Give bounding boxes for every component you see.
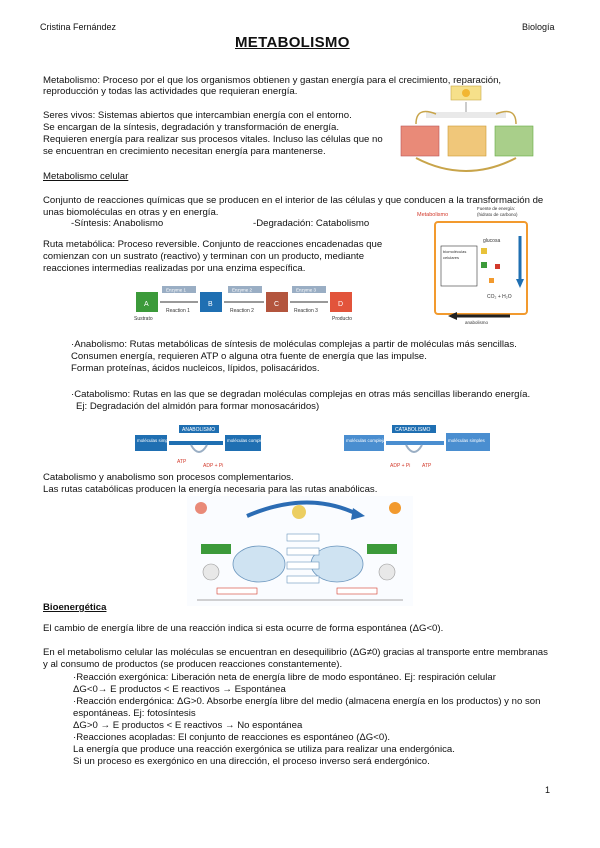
anabolismo-line: Forman proteínas, ácidos nucleicos, lípi…	[71, 363, 320, 374]
metabolism-box-figure: Metabolismo Fuente de energía: (hidrato …	[417, 206, 528, 325]
metabolic-cycle-figure	[187, 496, 413, 606]
pathway-node: C	[266, 292, 288, 312]
cellular-synth: -Síntesis: Anabolismo	[71, 218, 164, 229]
ana-atp: ATP	[177, 459, 187, 465]
cellular-def-line: unas biomoléculas en otras y en energía.	[43, 207, 219, 218]
svg-text:celulares: celulares	[443, 255, 459, 260]
header-author: Cristina Fernández	[40, 22, 117, 32]
bio-item: Si un proceso es exergónico en una direc…	[73, 756, 430, 767]
bio-item: ΔG>0 → E productos < E reactivos → No es…	[73, 720, 303, 731]
intro-line: reproducción y todas las actividades que…	[43, 86, 298, 97]
pathway-label: Reaction 1	[166, 308, 190, 314]
header-subject: Biología	[522, 22, 555, 32]
seres-line: Requieren energía para realizar sus proc…	[43, 134, 383, 145]
bio-item: La energía que produce una reacción exer…	[73, 744, 455, 755]
catabolism-figure: CATABOLISMO moléculas complejas molécula…	[344, 425, 490, 469]
cata-title: CATABOLISMO	[395, 427, 430, 433]
pathway-label: Reaction 3	[294, 308, 318, 314]
section-heading-bio: Bioenergética	[43, 602, 107, 613]
metab-glucosa: glucosa	[483, 238, 500, 244]
cellular-def-line: Conjunto de reacciones químicas que se p…	[43, 195, 544, 206]
cata-adp: ADP + Pi	[390, 463, 410, 469]
ana-left: moléculas simples	[137, 438, 175, 443]
complementarios-line: Las rutas catabólicas producen la energí…	[43, 484, 378, 495]
bio-item: ·Reacción exergónica: Liberación neta de…	[73, 672, 496, 683]
catabolismo-line: Ej: Degradación del almidón para formar …	[76, 401, 320, 412]
pathway-node: A	[136, 292, 158, 312]
catabolismo-line: ·Catabolismo: Rutas en las que se degrad…	[71, 389, 531, 400]
metab-title: Metabolismo	[417, 212, 448, 218]
pathway-figure: A B C D Enzyme 1 Enzyme 2 Enzyme 3 Sustr…	[134, 286, 352, 322]
anabolismo-line: ·Anabolismo: Rutas metabólicas de síntes…	[71, 339, 517, 350]
bio-line: En el metabolismo celular las moléculas …	[43, 647, 548, 658]
pathway-enzyme: Enzyme 3	[296, 288, 317, 293]
metab-fuente2: (hidrato de carbono)	[477, 212, 518, 217]
seres-line: se encuentran en crecimiento necesitan e…	[43, 146, 326, 157]
pathway-label: Reaction 2	[230, 308, 254, 314]
cellular-deg: -Degradación: Catabolismo	[253, 218, 370, 229]
bio-item: ΔG<0→ E productos < E reactivos → Espont…	[73, 684, 286, 695]
section-heading-cellular: Metabolismo celular	[43, 171, 129, 182]
metab-anabolism: anabolismo	[465, 320, 489, 325]
svg-text:biomoléculas: biomoléculas	[443, 249, 466, 254]
pathway-node: D	[330, 292, 352, 312]
ruta-line: comienzan con un sustrato (reactivo) y t…	[43, 251, 365, 262]
cata-left: moléculas complejas	[346, 438, 389, 443]
seres-line: Se encargan de la síntesis, degradación …	[43, 122, 339, 133]
page-title: METABOLISMO	[235, 34, 350, 51]
metab-fuente: Fuente de energía:	[477, 206, 515, 211]
bio-item: ·Reacción endergónica: ΔG>0. Absorbe ene…	[73, 696, 541, 707]
svg-text:A: A	[144, 301, 149, 308]
energy-cycle-figure	[400, 85, 534, 172]
ana-title: ANABOLISMO	[182, 427, 215, 433]
bio-item: espontáneas. Ej: fotosíntesis	[73, 708, 196, 719]
ruta-line: reacciones intermedias realizadas por un…	[43, 263, 306, 274]
intro-line: Metabolismo: Proceso por el que los orga…	[43, 75, 502, 86]
bio-item: ·Reacciones acopladas: El conjunto de re…	[73, 732, 391, 743]
pathway-label: Sustrato	[134, 316, 153, 322]
cata-atp: ATP	[422, 463, 432, 469]
ruta-line: Ruta metabólica: Proceso reversible. Con…	[43, 239, 383, 250]
pathway-enzyme: Enzyme 2	[232, 288, 253, 293]
ana-adp: ADP + Pi	[203, 463, 223, 469]
cata-right: moléculas simples	[448, 438, 486, 443]
ana-right: moléculas complejas	[227, 438, 270, 443]
bio-line: El cambio de energía libre de una reacci…	[43, 623, 444, 634]
pathway-node: B	[200, 292, 222, 312]
svg-text:C: C	[274, 301, 279, 308]
seres-line: Seres vivos: Sistemas abiertos que inter…	[43, 110, 352, 121]
metab-co2: CO₂ + H₂O	[487, 294, 512, 300]
anabolism-figure: ANABOLISMO moléculas simples moléculas c…	[135, 425, 270, 469]
anabolismo-line: Consumen energía, requieren ATP o alguna…	[71, 351, 427, 362]
pathway-label: Producto	[332, 316, 352, 322]
svg-text:D: D	[338, 301, 343, 308]
svg-text:B: B	[208, 301, 213, 308]
page-number: 1	[545, 785, 551, 795]
complementarios-line: Catabolismo y anabolismo son procesos co…	[43, 472, 294, 483]
pathway-enzyme: Enzyme 1	[166, 288, 187, 293]
bio-line: y al consumo de productos (se producen r…	[43, 659, 343, 670]
